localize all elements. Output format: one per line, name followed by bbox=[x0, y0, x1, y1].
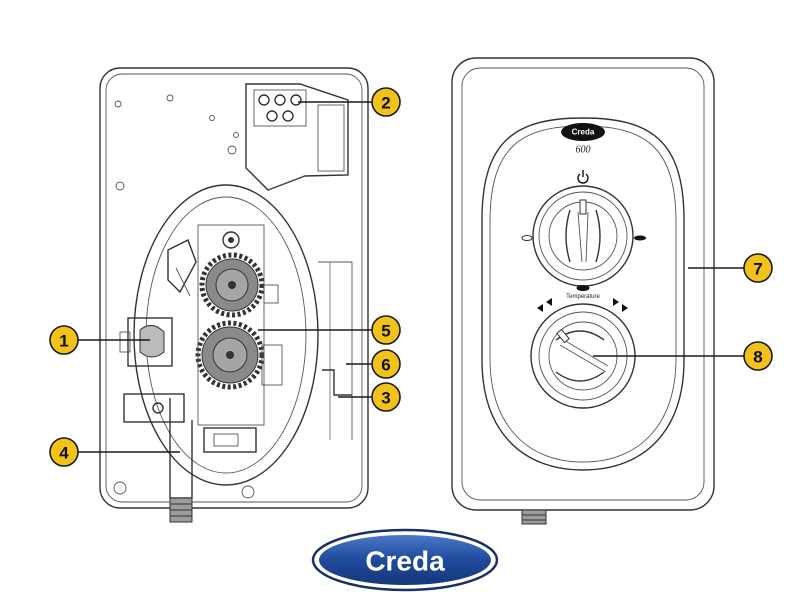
terminal-block bbox=[245, 83, 349, 191]
power-icon bbox=[577, 170, 589, 184]
temperature-label: Temperature bbox=[566, 294, 600, 300]
model-number: 600 bbox=[576, 145, 591, 156]
creda-logo: Creda bbox=[311, 528, 499, 592]
outlet-pipe bbox=[322, 369, 352, 396]
arrow-left-icon bbox=[546, 298, 552, 306]
gear-lower bbox=[195, 320, 265, 390]
svg-text:3: 3 bbox=[381, 389, 390, 408]
case-inner-outline bbox=[105, 73, 363, 503]
svg-text:5: 5 bbox=[381, 322, 390, 341]
hot-indicator-icon bbox=[634, 235, 646, 241]
front-cover-inner bbox=[461, 67, 705, 501]
svg-text:2: 2 bbox=[381, 94, 390, 113]
callout-1: 1 bbox=[49, 325, 79, 355]
valve-body bbox=[197, 224, 265, 426]
leader-lines bbox=[78, 101, 745, 453]
heater-tank-outer bbox=[133, 184, 319, 486]
case-outline bbox=[99, 67, 369, 509]
gear-upper bbox=[199, 252, 265, 318]
shower-front-view: Creda 600 Temperature bbox=[451, 57, 715, 525]
arrow-left-icon bbox=[537, 304, 543, 312]
creda-badge: Creda bbox=[561, 123, 605, 141]
badge-brand-text: Creda bbox=[572, 128, 595, 137]
cold-indicator-icon bbox=[521, 235, 533, 241]
callout-4: 4 bbox=[49, 437, 79, 467]
temperature-indicator-icon bbox=[576, 285, 590, 291]
callout-2: 2 bbox=[371, 87, 401, 117]
arrow-right-icon bbox=[613, 298, 619, 306]
shower-internal-view bbox=[99, 67, 369, 523]
callout-3: 3 bbox=[371, 382, 401, 412]
callout-6: 6 bbox=[371, 349, 401, 379]
front-cover-outline bbox=[451, 57, 715, 511]
inlet-pipe bbox=[169, 398, 193, 499]
screw-holes bbox=[113, 94, 255, 499]
arrow-right-icon bbox=[622, 304, 628, 312]
svg-text:4: 4 bbox=[59, 444, 69, 463]
power-dial[interactable] bbox=[532, 185, 634, 287]
callout-8: 8 bbox=[743, 341, 773, 371]
pressure-relief-device bbox=[119, 317, 173, 367]
control-fascia bbox=[481, 117, 685, 471]
cut-out-unit bbox=[167, 239, 197, 294]
callout-7: 7 bbox=[743, 253, 773, 283]
svg-text:1: 1 bbox=[59, 332, 68, 351]
svg-text:7: 7 bbox=[753, 260, 762, 279]
svg-text:6: 6 bbox=[381, 356, 390, 375]
logo-text: Creda bbox=[365, 546, 445, 577]
solenoid-block bbox=[123, 393, 257, 453]
outlet-fitting bbox=[521, 509, 547, 525]
svg-text:8: 8 bbox=[753, 348, 762, 367]
callout-5: 5 bbox=[371, 315, 401, 345]
